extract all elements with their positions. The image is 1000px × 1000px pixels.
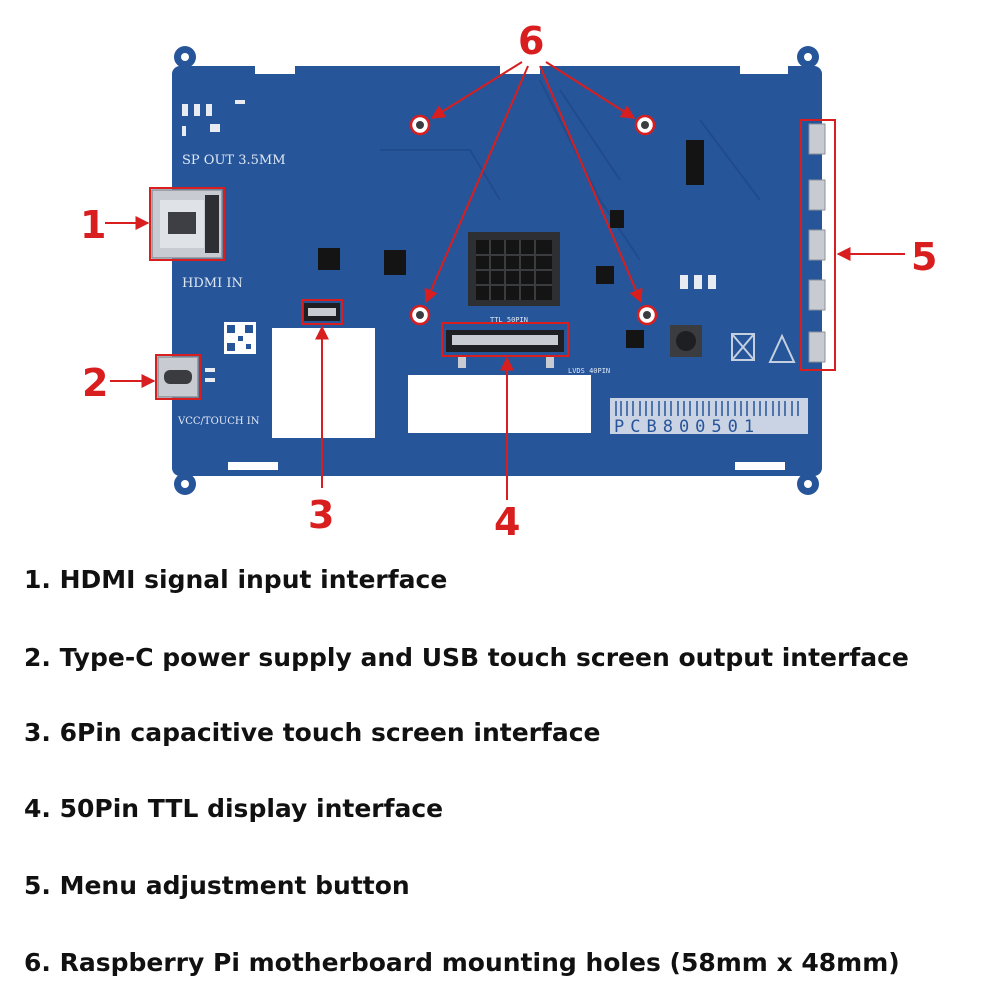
highlight-type-c (155, 354, 201, 400)
highlight-6pin (301, 299, 343, 325)
arrow-6d (539, 65, 643, 304)
arrow-6c (424, 65, 529, 304)
highlight-buttons (800, 119, 836, 371)
barcode: PCB800501 (610, 398, 808, 437)
touch-6pin-connector (304, 303, 340, 321)
certification-symbols (731, 333, 796, 363)
arrow-6a (430, 61, 523, 119)
white-label-area-2 (408, 375, 591, 433)
pcb-traces (380, 79, 761, 261)
pcb-diagram: SP OUT 3.5MM HDMI IN VCC/TOUCH IN TTL 50… (80, 19, 937, 540)
menu-buttons (808, 123, 826, 363)
inductor (670, 325, 702, 357)
legend-item-4: 4. 50Pin TTL display interface (24, 794, 444, 823)
legend-item-3: 3. 6Pin capacitive touch screen interfac… (24, 718, 601, 747)
small-components-right (680, 275, 716, 289)
callout-4: 4 (494, 500, 520, 540)
callout-arrows (105, 61, 905, 500)
legend-item-6: 6. Raspberry Pi motherboard mounting hol… (24, 948, 900, 977)
ttl-50pin-label: TTL 50PIN (490, 316, 528, 324)
hdmi-connector (151, 189, 223, 259)
type-c-connector (157, 356, 215, 398)
callout-3: 3 (308, 493, 334, 537)
lvds-40pin-label: LVDS 40PIN (568, 367, 610, 375)
mounting-holes (409, 114, 658, 326)
highlight-50pin (441, 322, 569, 357)
small-components (182, 100, 245, 136)
main-chip (468, 232, 560, 306)
pcb-number: PCB800501 (614, 417, 760, 437)
callout-2: 2 (82, 361, 108, 405)
callout-6: 6 (518, 19, 544, 63)
legend-item-5: 5. Menu adjustment button (24, 871, 410, 900)
qr-code (224, 322, 256, 354)
callout-1: 1 (80, 203, 106, 247)
legend-item-2: 2. Type-C power supply and USB touch scr… (24, 643, 909, 672)
legend-item-1: 1. HDMI signal input interface (24, 565, 448, 594)
hdmi-in-label: HDMI IN (182, 276, 243, 291)
small-ics (318, 140, 704, 348)
vcc-touch-label: VCC/TOUCH IN (177, 416, 260, 427)
highlight-hdmi (149, 187, 225, 261)
callout-5: 5 (911, 235, 937, 279)
arrow-6b (545, 61, 636, 119)
sp-out-label: SP OUT 3.5MM (182, 153, 286, 168)
highlight-boxes (149, 119, 836, 400)
white-label-area (272, 328, 375, 438)
ttl-50pin-connector (446, 330, 564, 368)
